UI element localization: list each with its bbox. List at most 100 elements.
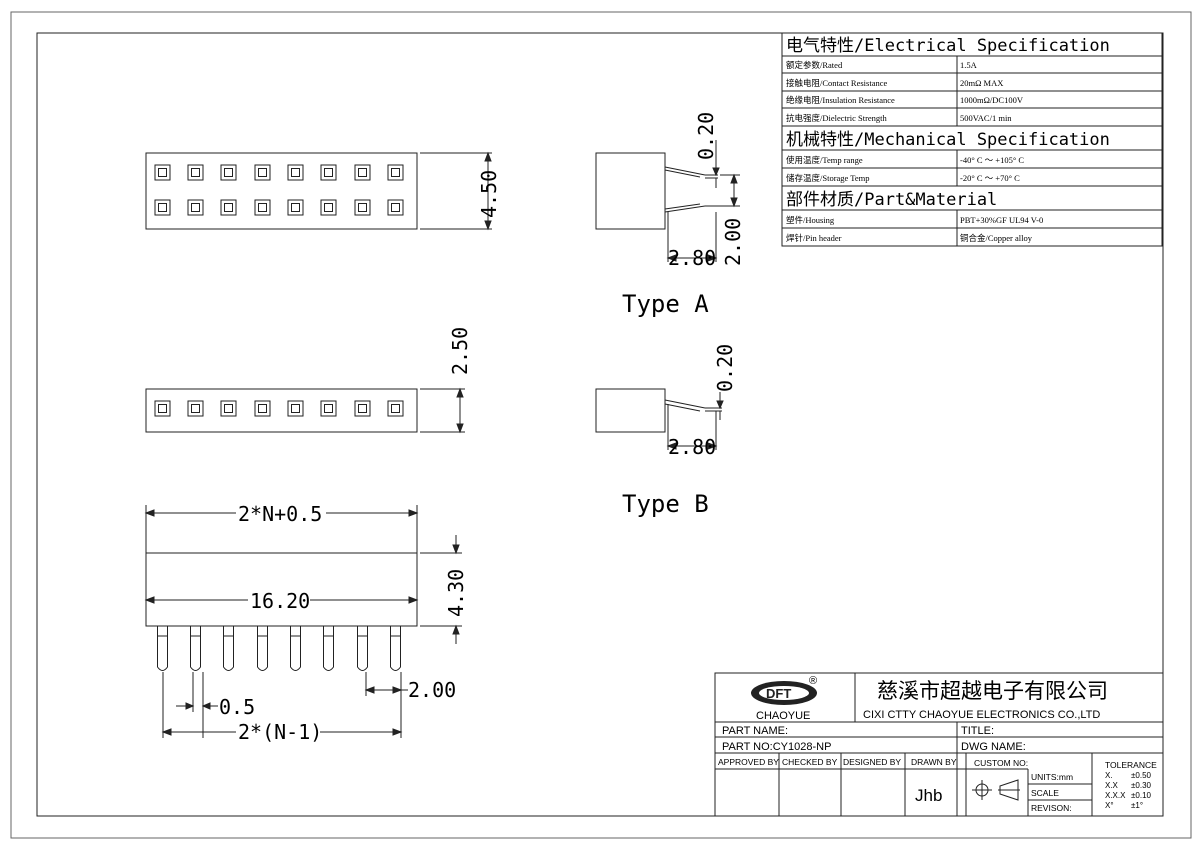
tolerance-rows: X. ±0.50 X.X ±0.30 X.X.X ±0.10 X° ±1° (1105, 771, 1152, 810)
logo-mark: ® (809, 675, 817, 687)
dim-pin-width: 0.5 (219, 695, 255, 719)
row-housing-value: PBT+30%GF UL94 V-0 (960, 215, 1043, 225)
contact-square-inner (191, 404, 200, 413)
pin (190, 626, 201, 671)
contact-square (254, 199, 271, 216)
contact-square-inner (358, 404, 367, 413)
top-view-double-row (145, 151, 492, 231)
label-type-a: Type A (622, 290, 709, 318)
material-rows: 塑件/Housing PBT+30%GF UL94 V-0 焊针/Pin hea… (786, 215, 1043, 243)
contact-square-inner (391, 404, 400, 413)
pin (257, 626, 268, 671)
contact-square (154, 164, 171, 181)
contact-square-inner (191, 168, 200, 177)
contact-square (354, 199, 371, 216)
tol-val: ±0.30 (1131, 781, 1152, 790)
contact-square (220, 164, 237, 181)
contact-square-inner (224, 203, 233, 212)
contact-square-inner (258, 203, 267, 212)
contact-square-inner (291, 203, 300, 212)
tolerance-title: TOLERANCE (1105, 760, 1157, 770)
row-insulation-value: 1000mΩ/DC100V (960, 95, 1024, 105)
row-rated-value: 1.5A (960, 60, 978, 70)
dim-typeb-top: 0.20 (713, 344, 737, 392)
contact-square-inner (224, 404, 233, 413)
contact-square-inner (391, 203, 400, 212)
logo: DFT (751, 681, 817, 705)
label-type-b: Type B (622, 490, 709, 518)
contact-square-inner (158, 168, 167, 177)
dwg-name: DWG NAME: (961, 741, 1026, 753)
title-field: TITLE: (961, 725, 994, 737)
dim-pin-span: 2*(N-1) (238, 720, 322, 744)
type-a-side-view (595, 140, 740, 262)
dim-body-width: 16.20 (250, 589, 310, 613)
front-view (144, 505, 462, 738)
row-housing-label: 塑件/Housing (786, 215, 835, 225)
contact-square (387, 400, 404, 417)
contact-square (254, 164, 271, 181)
contact-square (354, 164, 371, 181)
row-dielectric-label: 抗电强度/Dielectric Strength (786, 113, 888, 123)
drawn-by: DRAWN BY (911, 757, 957, 767)
row-rated-label: 额定参数/Rated (786, 60, 843, 70)
row-contact-label: 接触电阻/Contact Resistance (786, 78, 888, 88)
tol-val: ±1° (1131, 801, 1143, 810)
company-en: CIXI CTTY CHAOYUE ELECTRONICS CO.,LTD (863, 709, 1100, 721)
pin (290, 626, 301, 671)
mechanical-rows: 使用温度/Temp range -40° C ～ +105° C 储存温度/St… (786, 155, 1024, 183)
contact-square (187, 199, 204, 216)
type-b-side-view (595, 388, 724, 450)
contact-square (187, 400, 204, 417)
contact-square-inner (158, 404, 167, 413)
contact-square-inner (191, 203, 200, 212)
dim-pin-pitch: 2.00 (408, 678, 456, 702)
pin (390, 626, 401, 671)
mechanical-header: 机械特性/Mechanical Specification (786, 130, 1110, 150)
row-temp-value: -40° C ～ +105° C (960, 155, 1024, 165)
dim-typea-side: 2.00 (721, 218, 745, 266)
contact-square (187, 164, 204, 181)
contact-square (154, 199, 171, 216)
logo-text: CHAOYUE (756, 710, 810, 722)
electrical-rows: 额定参数/Rated 1.5A 接触电阻/Contact Resistance … (786, 60, 1024, 123)
contact-square (320, 164, 337, 181)
dim-typeb-bottom: 2.80 (668, 435, 716, 459)
custom-no: CUSTOM NO: (974, 758, 1028, 768)
contact-square-inner (291, 404, 300, 413)
part-no: PART NO:CY1028-NP (722, 741, 831, 753)
electrical-header: 电气特性/Electrical Specification (786, 36, 1110, 56)
contact-square (320, 400, 337, 417)
svg-text:DFT: DFT (766, 686, 791, 701)
contact-square-inner (391, 168, 400, 177)
pin (323, 626, 334, 671)
contact-square (387, 164, 404, 181)
approved-by: APPROVED BY (718, 757, 779, 767)
contact-square (320, 199, 337, 216)
contact-square (287, 164, 304, 181)
material-header: 部件材质/Part&Material (786, 190, 997, 210)
scale: SCALE (1031, 788, 1059, 798)
row-insulation-label: 绝缘电阻/Insulation Resistance (786, 95, 895, 105)
contact-square-inner (324, 203, 333, 212)
tol-key: X.X (1105, 781, 1119, 790)
contact-square-inner (258, 168, 267, 177)
tol-key: X° (1105, 801, 1114, 810)
checked-by: CHECKED BY (782, 757, 838, 767)
contact-square-inner (258, 404, 267, 413)
contact-square (354, 400, 371, 417)
contact-square (287, 199, 304, 216)
contact-square (220, 199, 237, 216)
row-dielectric-value: 500VAC/1 min (960, 113, 1012, 123)
contact-square-inner (324, 168, 333, 177)
drawn-value: Jhb (915, 786, 942, 805)
row-storage-label: 储存温度/Storage Temp (786, 173, 870, 183)
tol-val: ±0.10 (1131, 791, 1152, 800)
contact-square-inner (358, 168, 367, 177)
contact-square-inner (158, 203, 167, 212)
row-contact-value: 20mΩ MAX (960, 78, 1003, 88)
contact-square (387, 199, 404, 216)
top-view-single-row (145, 387, 465, 434)
row-storage-value: -20° C ～ +70° C (960, 173, 1020, 183)
